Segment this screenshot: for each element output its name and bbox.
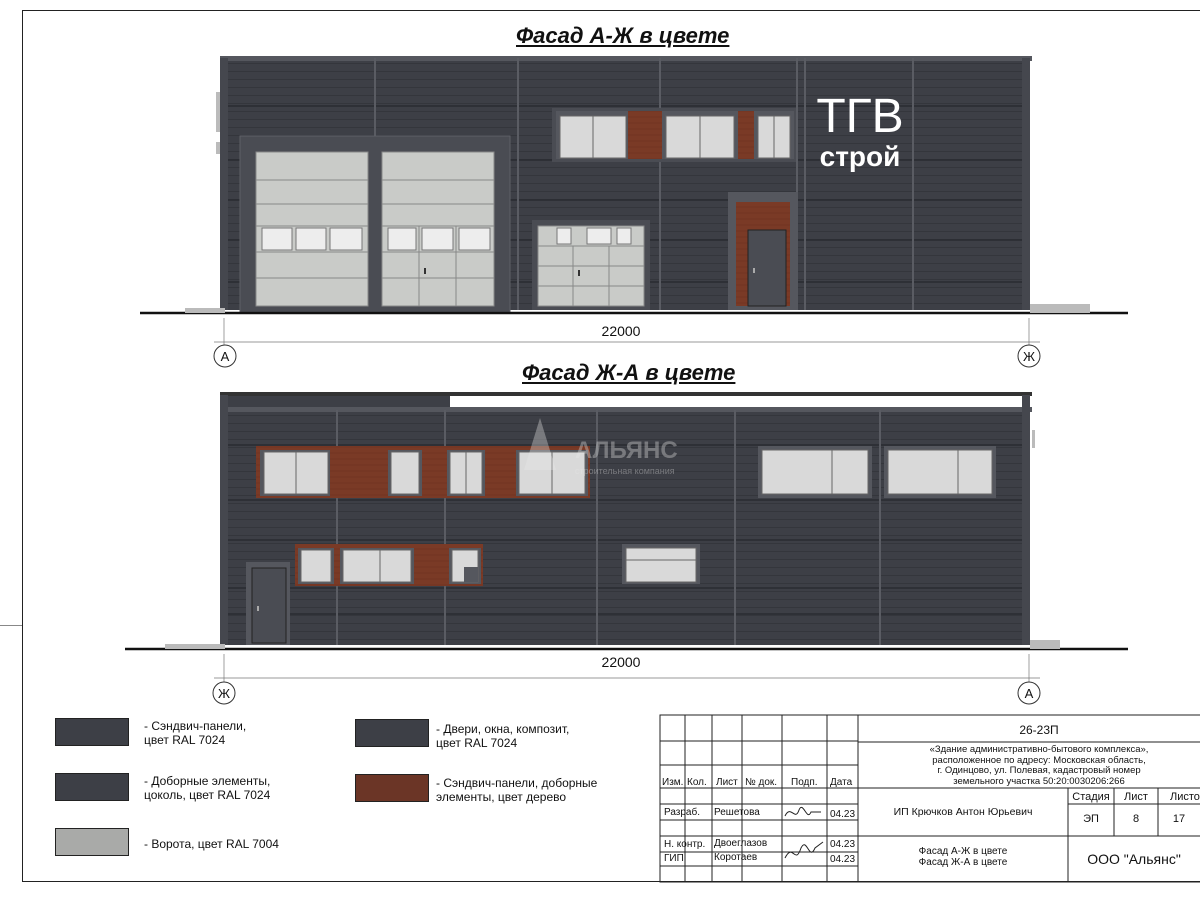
tb-col-kol: Кол. <box>687 777 707 788</box>
tb-sheet-label: Лист <box>1124 791 1148 803</box>
tb-sheet-no: 8 <box>1132 813 1140 825</box>
facade1-title: Фасад А-Ж в цвете <box>516 23 730 48</box>
tb-col-doc: № док. <box>745 777 778 788</box>
watermark-sub: строительная компания <box>575 466 675 476</box>
gate-3 <box>532 220 650 310</box>
facade2-door <box>246 562 290 645</box>
watermark: АЛЬЯНС строительная компания <box>524 418 678 476</box>
tb-role-1: Разраб. <box>664 807 701 818</box>
facade2-title: Фасад Ж-А в цвете <box>522 360 736 385</box>
sign-line2: строй <box>820 141 901 172</box>
tb-company: ООО "Альянс" <box>1087 851 1181 867</box>
gate-2 <box>381 151 495 307</box>
sign-line1: ТГВ <box>816 90 903 143</box>
facade1-entrance <box>728 192 798 310</box>
facade-zh-a: АЛЬЯНС строительная компания 22000 Ж А <box>125 392 1128 705</box>
tb-project-desc: «Здание административно-бытового комплек… <box>929 744 1149 787</box>
tb-sheet-title: Фасад А-Ж в цвете Фасад Ж-А в цвете <box>918 846 1008 868</box>
tb-sheets-total: 17 <box>1172 813 1186 825</box>
gate-1 <box>255 151 369 307</box>
tb-stage: ЭП <box>1083 813 1099 825</box>
legend-text-1: - Сэндвич-панели, цвет RAL 7024 <box>144 719 247 747</box>
legend-swatch-2 <box>55 773 129 801</box>
dimension-1: 22000 <box>602 323 641 339</box>
dimension-2: 22000 <box>602 654 641 670</box>
left-margin-strip <box>0 625 22 883</box>
tb-customer: ИП Крючков Антон Юрьевич <box>893 806 1033 818</box>
legend-text-3: - Ворота, цвет RAL 7004 <box>144 837 279 851</box>
axis2-left: Ж <box>218 686 230 701</box>
legend-swatch-3 <box>55 828 129 856</box>
facade2-lower-windows <box>295 544 700 586</box>
axis1-right: Ж <box>1023 349 1035 364</box>
tb-sheets-label: Листов <box>1170 791 1200 803</box>
tb-stage-label: Стадия <box>1072 791 1110 803</box>
tb-date-1: 04.23 <box>830 809 856 820</box>
legend-swatch-1 <box>55 718 129 746</box>
facade2-upper-windows <box>256 446 996 498</box>
legend-swatch-4 <box>355 719 429 747</box>
tb-role-2: Н. контр. <box>664 839 706 850</box>
legend-text-4: - Двери, окна, композит, цвет RAL 7024 <box>436 722 570 750</box>
facade1-window-band <box>552 108 796 162</box>
tb-date-3: 04.23 <box>830 854 856 865</box>
legend-text-2: - Доборные элементы, цоколь, цвет RAL 70… <box>144 774 271 802</box>
tb-project-code: 26-23П <box>1019 723 1059 737</box>
tb-col-izm: Изм. <box>662 777 684 788</box>
legend-swatch-5 <box>355 774 429 802</box>
tb-col-list: Лист <box>716 777 738 788</box>
tb-role-3: ГИП <box>664 853 684 864</box>
facade1-parapet <box>220 56 1032 61</box>
tb-name-2: Двоеглазов <box>714 838 768 849</box>
watermark-name: АЛЬЯНС <box>575 437 678 464</box>
tb-name-3: Коротаев <box>714 852 758 863</box>
drawing-frame <box>22 10 1200 882</box>
axis1-left: А <box>221 349 230 364</box>
tb-col-podp: Подп. <box>791 777 818 788</box>
tb-name-1: Решетова <box>714 807 760 818</box>
tb-date-2: 04.23 <box>830 839 856 850</box>
facades-drawing: ТГВ строй 22000 А Ж <box>125 56 1128 705</box>
axis2-right: А <box>1025 686 1034 701</box>
facade-a-zh: ТГВ строй 22000 А Ж <box>140 56 1128 368</box>
legend-text-5: - Сэндвич-панели, доборные элементы, цве… <box>436 776 598 804</box>
tb-col-date: Дата <box>830 777 853 788</box>
